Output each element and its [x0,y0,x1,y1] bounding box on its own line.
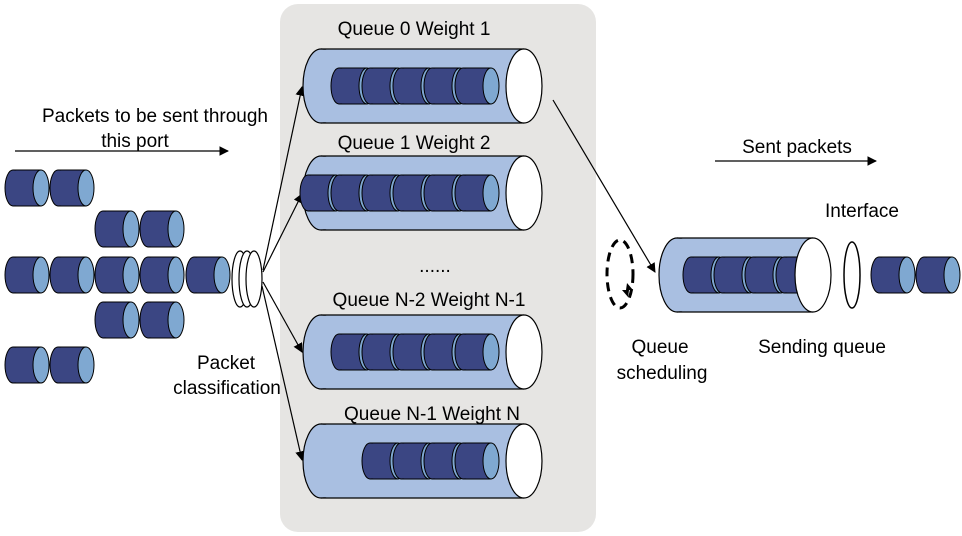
input-packet [4,256,50,294]
scheduler-label-line1: Queue [631,337,688,358]
sent-packets [870,256,961,294]
interface-ring [843,241,861,309]
input-label-line1: Packets to be sent through [42,106,268,127]
classifier-rings [231,250,263,308]
classify-arrow-queue-0 [262,86,305,271]
classify-arrow-queue-n-1 [261,285,305,461]
queue-pipe [302,314,543,390]
interface-label: Interface [825,201,899,222]
sending-pipe-body [658,237,832,313]
sent-packets-label: Sent packets [742,137,852,158]
input-packet [4,346,50,384]
flow-arrows [15,86,877,461]
interface-ellipse [843,241,861,309]
scheduler-arrowhead [622,283,633,297]
queue-pipes [299,48,543,499]
queue-label-n-2: Queue N-2 Weight N-1 [333,290,526,311]
sending-queue-pipe [658,237,832,313]
input-packet-cluster [4,169,231,384]
input-packet [139,210,185,248]
input-label-line2: this port [101,131,169,152]
queue-label-0: Queue 0 Weight 1 [338,19,491,40]
queue-label-1: Queue 1 Weight 2 [338,133,491,154]
sent-packet [870,256,916,294]
input-packet [94,256,140,294]
queued-packet [454,174,500,212]
queued-packet [454,442,500,480]
queue-ellipsis: ...... [419,256,451,277]
classifier-label-line1: Packet [197,353,256,374]
queued-packet [423,333,469,371]
sent-packet [915,256,961,294]
classify-arrow-queue-1 [262,193,303,273]
input-packet [49,169,95,207]
input-packet [94,301,140,339]
queue-pipe [302,423,543,499]
input-packet [139,301,185,339]
input-packet [49,346,95,384]
queue-scheduling-icon [605,238,635,310]
input-packet [94,210,140,248]
scheduler-label-line2: scheduling [617,363,708,384]
queue-panel [280,4,596,532]
queued-packet [454,67,500,105]
input-packet [4,169,50,207]
queued-packet [454,333,500,371]
scheduler-dashed-ring [605,238,635,310]
classifier-label-line2: classification [173,378,281,399]
queue-label-n-1: Queue N-1 Weight N [344,404,520,425]
dequeue-arrow [552,99,656,273]
classify-arrow-queue-n-2 [262,281,303,353]
input-packet [49,256,95,294]
input-packet [185,256,231,294]
queue-pipe [302,48,543,124]
classifier-ring [245,250,263,308]
input-packet [139,256,185,294]
queue-pipe [299,155,543,231]
sending-queue-label: Sending queue [758,337,886,358]
